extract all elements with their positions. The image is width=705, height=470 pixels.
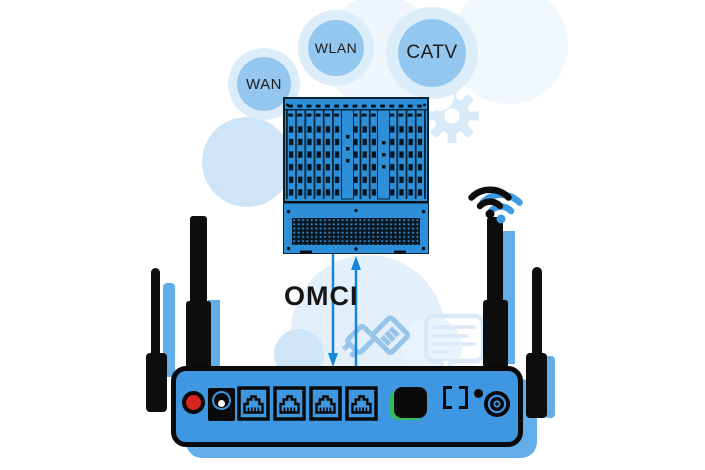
antenna-right-inner [487,217,503,307]
omci-label: OMCI [284,281,359,311]
ethernet-port-icon [237,386,270,421]
bubble-wan-label: WAN [246,75,282,93]
bracket-icon [443,386,468,409]
antenna-right-outer-base [526,353,547,418]
ethernet-port-icon [309,386,342,421]
led-dot [474,389,483,398]
antenna-left-outer [151,268,160,360]
antenna-shadow [545,356,555,418]
wifi-icon [468,186,523,224]
antenna-right-inner-base [483,300,508,368]
arrow-head-down [328,353,338,367]
ethernet-port-icon [273,386,306,421]
antenna-left-inner-base [186,301,211,368]
antenna-shadow [208,300,220,368]
bubble-wlan-core: WLAN [308,20,364,76]
coax-connector [484,391,510,417]
chat-watermark-icon [423,313,486,377]
bubble-catv-core: CATV [398,19,466,87]
bracket-left [443,386,452,409]
bubble-wan-core: WAN [237,57,291,111]
olt-chassis [283,97,429,254]
connector-watermark-icon [341,315,411,359]
arrow-head-up [351,256,361,270]
power-button [182,391,205,414]
antenna-right-outer [532,267,542,359]
antenna-left-inner [190,216,207,308]
black-button [394,387,427,418]
dc-jack [208,388,235,421]
ethernet-port-icon [345,386,378,421]
antenna-left-outer-base [146,353,167,412]
background-circle [202,117,292,207]
bracket-right [459,386,468,409]
dc-jack-pin [218,400,225,407]
bubble-catv-label: CATV [406,42,458,63]
bubble-wlan-label: WLAN [314,40,358,56]
omci-arrows [328,254,361,367]
